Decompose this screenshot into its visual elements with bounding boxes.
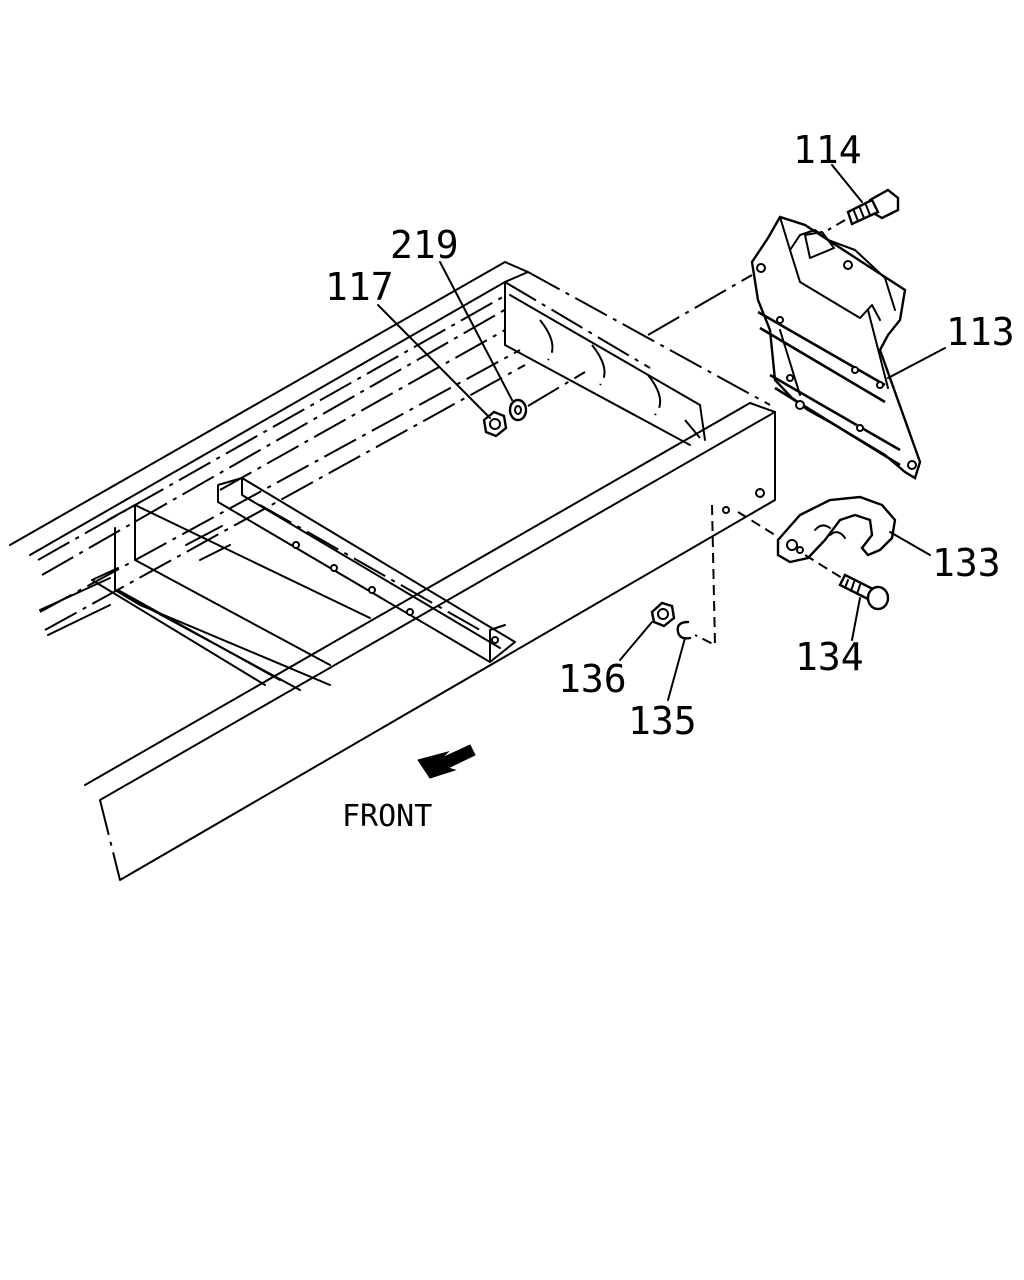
bracket-113 <box>750 215 922 480</box>
chassis-frame <box>9 261 776 881</box>
washer-219 <box>508 398 528 422</box>
part-label-136: 136 <box>558 657 627 701</box>
part-label-117: 117 <box>325 265 394 309</box>
part-label-135: 135 <box>628 699 697 743</box>
bolt-114 <box>827 188 900 231</box>
clip-135 <box>676 620 692 640</box>
part-label-133: 133 <box>932 541 1001 585</box>
tow-hook-133 <box>776 495 897 564</box>
bracket-to-frame-line <box>647 274 753 336</box>
part-label-114: 114 <box>793 128 862 172</box>
leader-lines <box>377 164 946 701</box>
part-label-219: 219 <box>390 223 459 267</box>
front-arrow-icon <box>417 744 476 779</box>
clip-guide-line <box>694 504 717 647</box>
part-label-134: 134 <box>795 635 864 679</box>
part-label-113: 113 <box>946 310 1015 354</box>
front-label: FRONT <box>342 799 432 834</box>
nut-136 <box>650 601 676 628</box>
hook-to-frame-line <box>737 511 776 536</box>
pin-134 <box>804 554 890 611</box>
washer-to-frame-line <box>527 371 586 407</box>
